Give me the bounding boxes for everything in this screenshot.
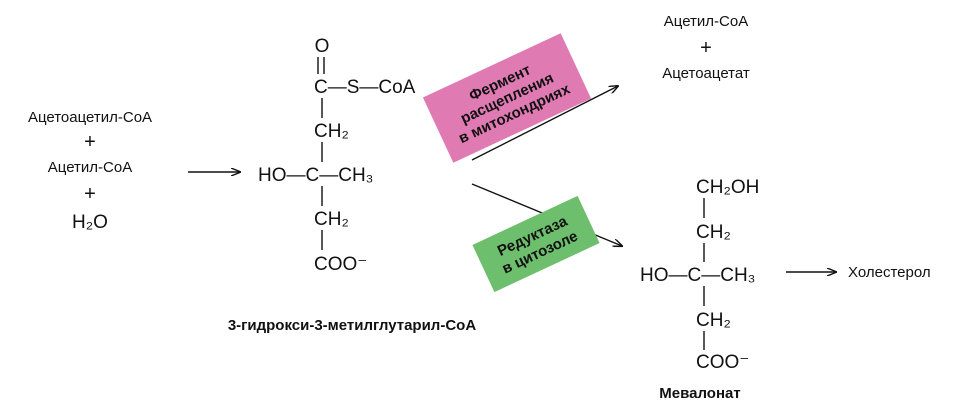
ch2-bottom: CH₂	[696, 310, 731, 331]
product-acetyl-coa: Ацетил-CoA	[664, 13, 748, 30]
reactants: Ацетоацетил-CoA + Ацетил-CoA + H₂O	[28, 109, 152, 233]
mevalonate-structure: CH₂OH CH₂ HO—C—CH₃ CH₂ COO⁻ Мевалонат	[640, 177, 759, 402]
ch2-top: CH₂	[696, 222, 731, 243]
reactant-water: H₂O	[72, 212, 108, 233]
carboxylate: COO⁻	[314, 254, 367, 275]
plus-sign: +	[700, 37, 712, 59]
ch2-top: CH₂	[314, 121, 349, 142]
mevalonate-name: Мевалонат	[659, 385, 740, 402]
product-acetoacetate: Ацетоацетат	[662, 65, 750, 82]
cyto-box-background	[472, 195, 600, 293]
reactant-acetyl-coa: Ацетил-CoA	[48, 159, 132, 176]
mito-enzyme-box: Фермент расщепления в митохондриях	[422, 33, 592, 163]
mevalonate-center: HO—C—CH₃	[640, 265, 755, 286]
plus-sign: +	[84, 183, 96, 205]
hmg-coa-structure: O C—S—CoA CH₂ HO—C—CH₃ CH₂ COO⁻ 3-гидрок…	[228, 36, 477, 334]
carboxylate: COO⁻	[696, 352, 749, 373]
ch2oh-group: CH₂OH	[696, 177, 759, 198]
thioester-group: C—S—CoA	[314, 77, 416, 98]
reactant-acetoacetyl-coa: Ацетоацетил-CoA	[28, 109, 152, 126]
cholesterol-label: Холестерол	[848, 264, 931, 281]
carbonyl-oxygen: O	[315, 36, 330, 57]
plus-sign: +	[84, 131, 96, 153]
ch2-bottom: CH₂	[314, 209, 349, 230]
branch-arrow-mitochondria	[471, 86, 618, 161]
mitochondrial-products: Ацетил-CoA + Ацетоацетат	[662, 13, 750, 82]
hmg-center: HO—C—CH₃	[258, 165, 373, 186]
hmg-coa-name: 3-гидрокси-3-метилглутарил-CoA	[228, 317, 477, 334]
mito-box-background	[422, 33, 592, 163]
